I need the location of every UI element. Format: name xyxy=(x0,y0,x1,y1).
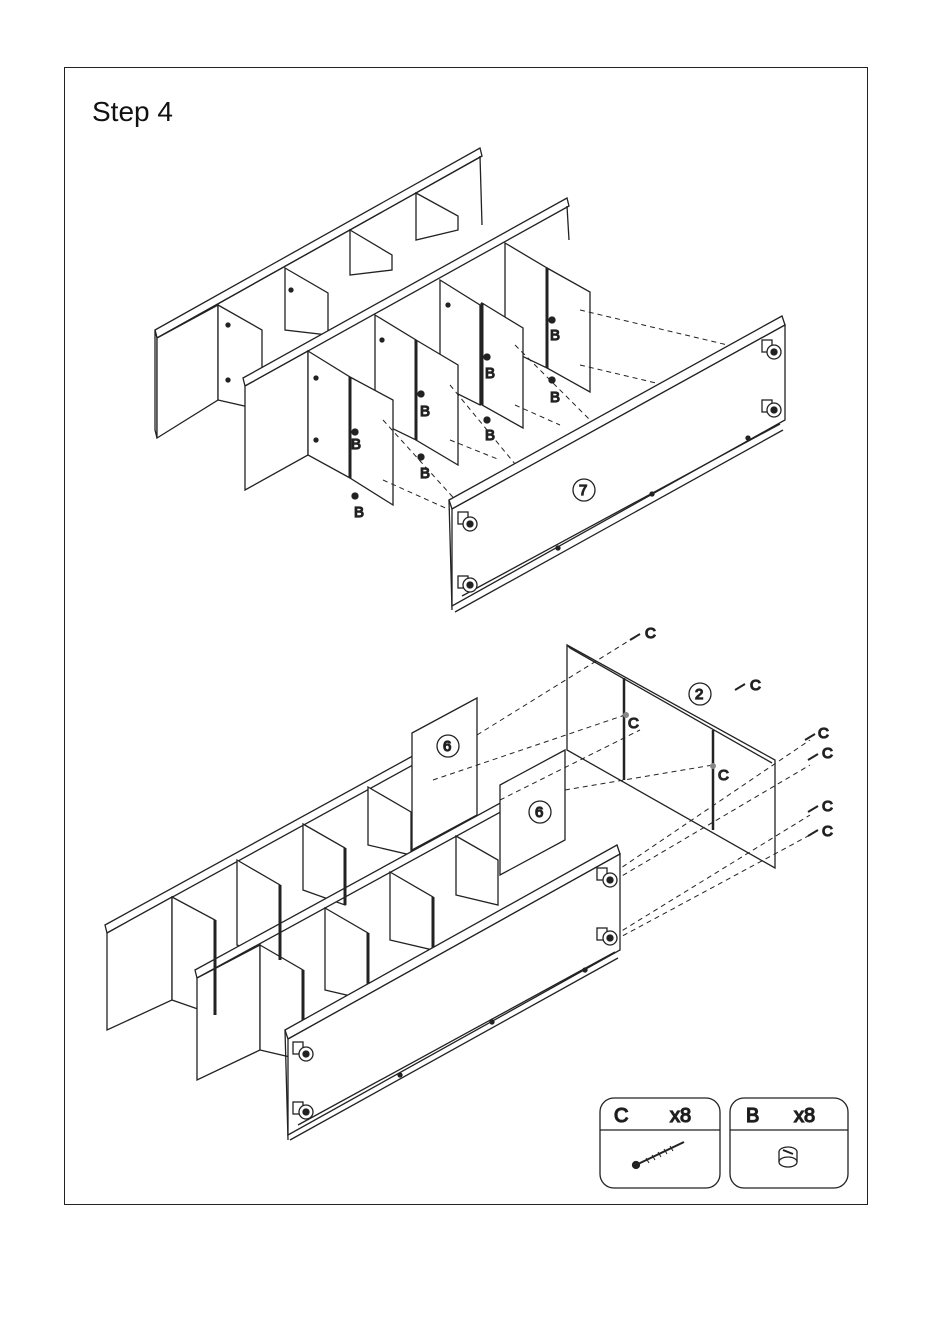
fastener-b-label: B xyxy=(420,403,430,420)
lower-assembly: 6 6 2 C xyxy=(105,625,833,1140)
fastener-b-label: B xyxy=(420,465,430,482)
part-number-6: 6 xyxy=(443,738,451,755)
hardware-box-b: B x8 xyxy=(730,1098,848,1188)
fastener-b-label: B xyxy=(354,504,364,521)
fastener-c-label: C xyxy=(645,625,656,642)
fastener-b-label: B xyxy=(550,327,560,344)
fastener-c-label: C xyxy=(822,745,833,762)
fastener-c-label: C xyxy=(822,823,833,840)
fastener-b-label: B xyxy=(550,389,560,406)
cam-lock-icon xyxy=(779,1147,797,1167)
part-number-7: 7 xyxy=(579,482,587,499)
part-number-6: 6 xyxy=(535,804,543,821)
hardware-quantity: x8 xyxy=(670,1105,691,1127)
hardware-letter: B xyxy=(746,1105,759,1127)
hardware-letter: C xyxy=(614,1105,628,1127)
fastener-b-label: B xyxy=(485,427,495,444)
upper-assembly: B B B B B B B B xyxy=(155,148,785,612)
fastener-c-label: C xyxy=(822,798,833,815)
fastener-c-label: C xyxy=(718,767,729,784)
fastener-b-label: B xyxy=(485,365,495,382)
fastener-c-label: C xyxy=(628,715,639,732)
hardware-quantity: x8 xyxy=(794,1105,815,1127)
fastener-b-label: B xyxy=(351,436,361,453)
hardware-box-c: C x8 xyxy=(600,1098,720,1188)
fastener-c-label: C xyxy=(818,725,829,742)
part-number-2: 2 xyxy=(695,686,703,703)
fastener-c-label: C xyxy=(750,677,761,694)
